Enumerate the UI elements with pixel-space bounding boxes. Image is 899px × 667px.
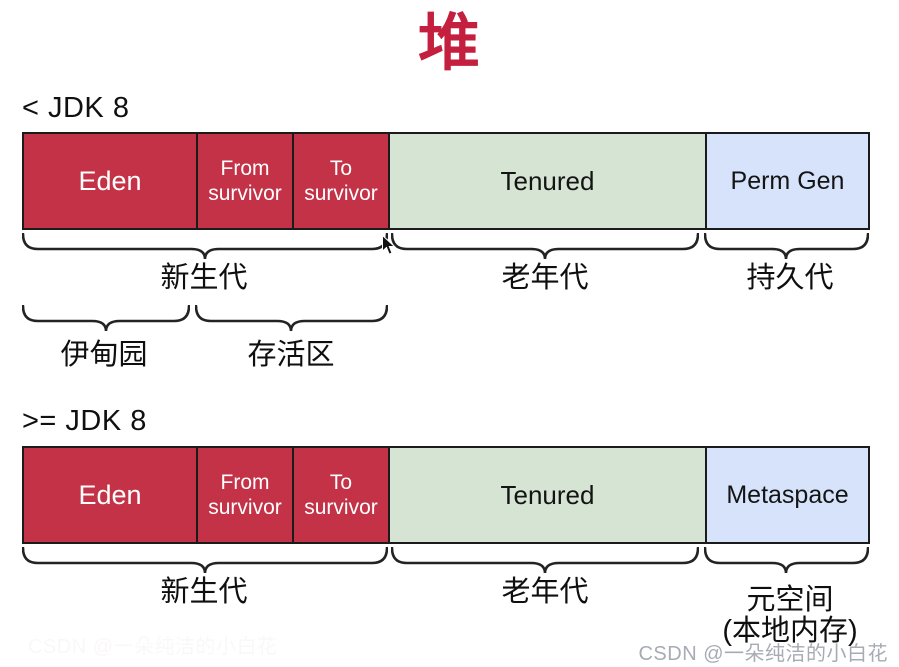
segment-metaspace: Metaspace (705, 448, 868, 542)
segment-eden: Eden (24, 134, 196, 228)
mouse-cursor-icon (381, 234, 397, 262)
label-perm-gen: 持久代 (746, 262, 834, 294)
segment-tenured-2: Tenured (388, 448, 705, 542)
brace-young-gen-2 (22, 547, 388, 575)
label-eden-garden: 伊甸园 (60, 339, 148, 371)
brace-survivor-area (195, 305, 388, 333)
label-survivor-area: 存活区 (247, 339, 335, 371)
label-metaspace-note: (本地内存) (722, 615, 858, 647)
label-metaspace: 元空间 (746, 584, 834, 616)
jdk-version-heading-pre8: < JDK 8 (22, 92, 130, 124)
brace-metaspace (704, 547, 869, 575)
label-old-gen-2: 老年代 (501, 576, 589, 608)
brace-eden-garden (22, 305, 190, 333)
label-young-gen: 新生代 (160, 262, 248, 294)
segment-perm-gen: Perm Gen (705, 134, 868, 228)
segment-from-survivor: From survivor (196, 134, 292, 228)
brace-perm-gen (704, 233, 869, 261)
brace-young-gen (22, 233, 388, 261)
memory-bar-post-jdk8: Eden From survivor To survivor Tenured M… (22, 446, 870, 544)
label-old-gen: 老年代 (501, 262, 589, 294)
segment-to-survivor: To survivor (292, 134, 388, 228)
memory-bar-pre-jdk8: Eden From survivor To survivor Tenured P… (22, 132, 870, 230)
segment-eden-2: Eden (24, 448, 196, 542)
label-young-gen-2: 新生代 (160, 576, 248, 608)
page-title: 堆 (417, 9, 481, 78)
brace-old-gen (391, 233, 699, 261)
segment-to-survivor-2: To survivor (292, 448, 388, 542)
segment-tenured: Tenured (388, 134, 705, 228)
brace-old-gen-2 (391, 547, 699, 575)
jdk-version-heading-post8: >= JDK 8 (22, 405, 147, 437)
segment-from-survivor-2: From survivor (196, 448, 292, 542)
watermark-faint: CSDN @一朵纯洁的小白花 (28, 636, 278, 658)
watermark: CSDN @一朵纯洁的小白花 (638, 643, 888, 665)
